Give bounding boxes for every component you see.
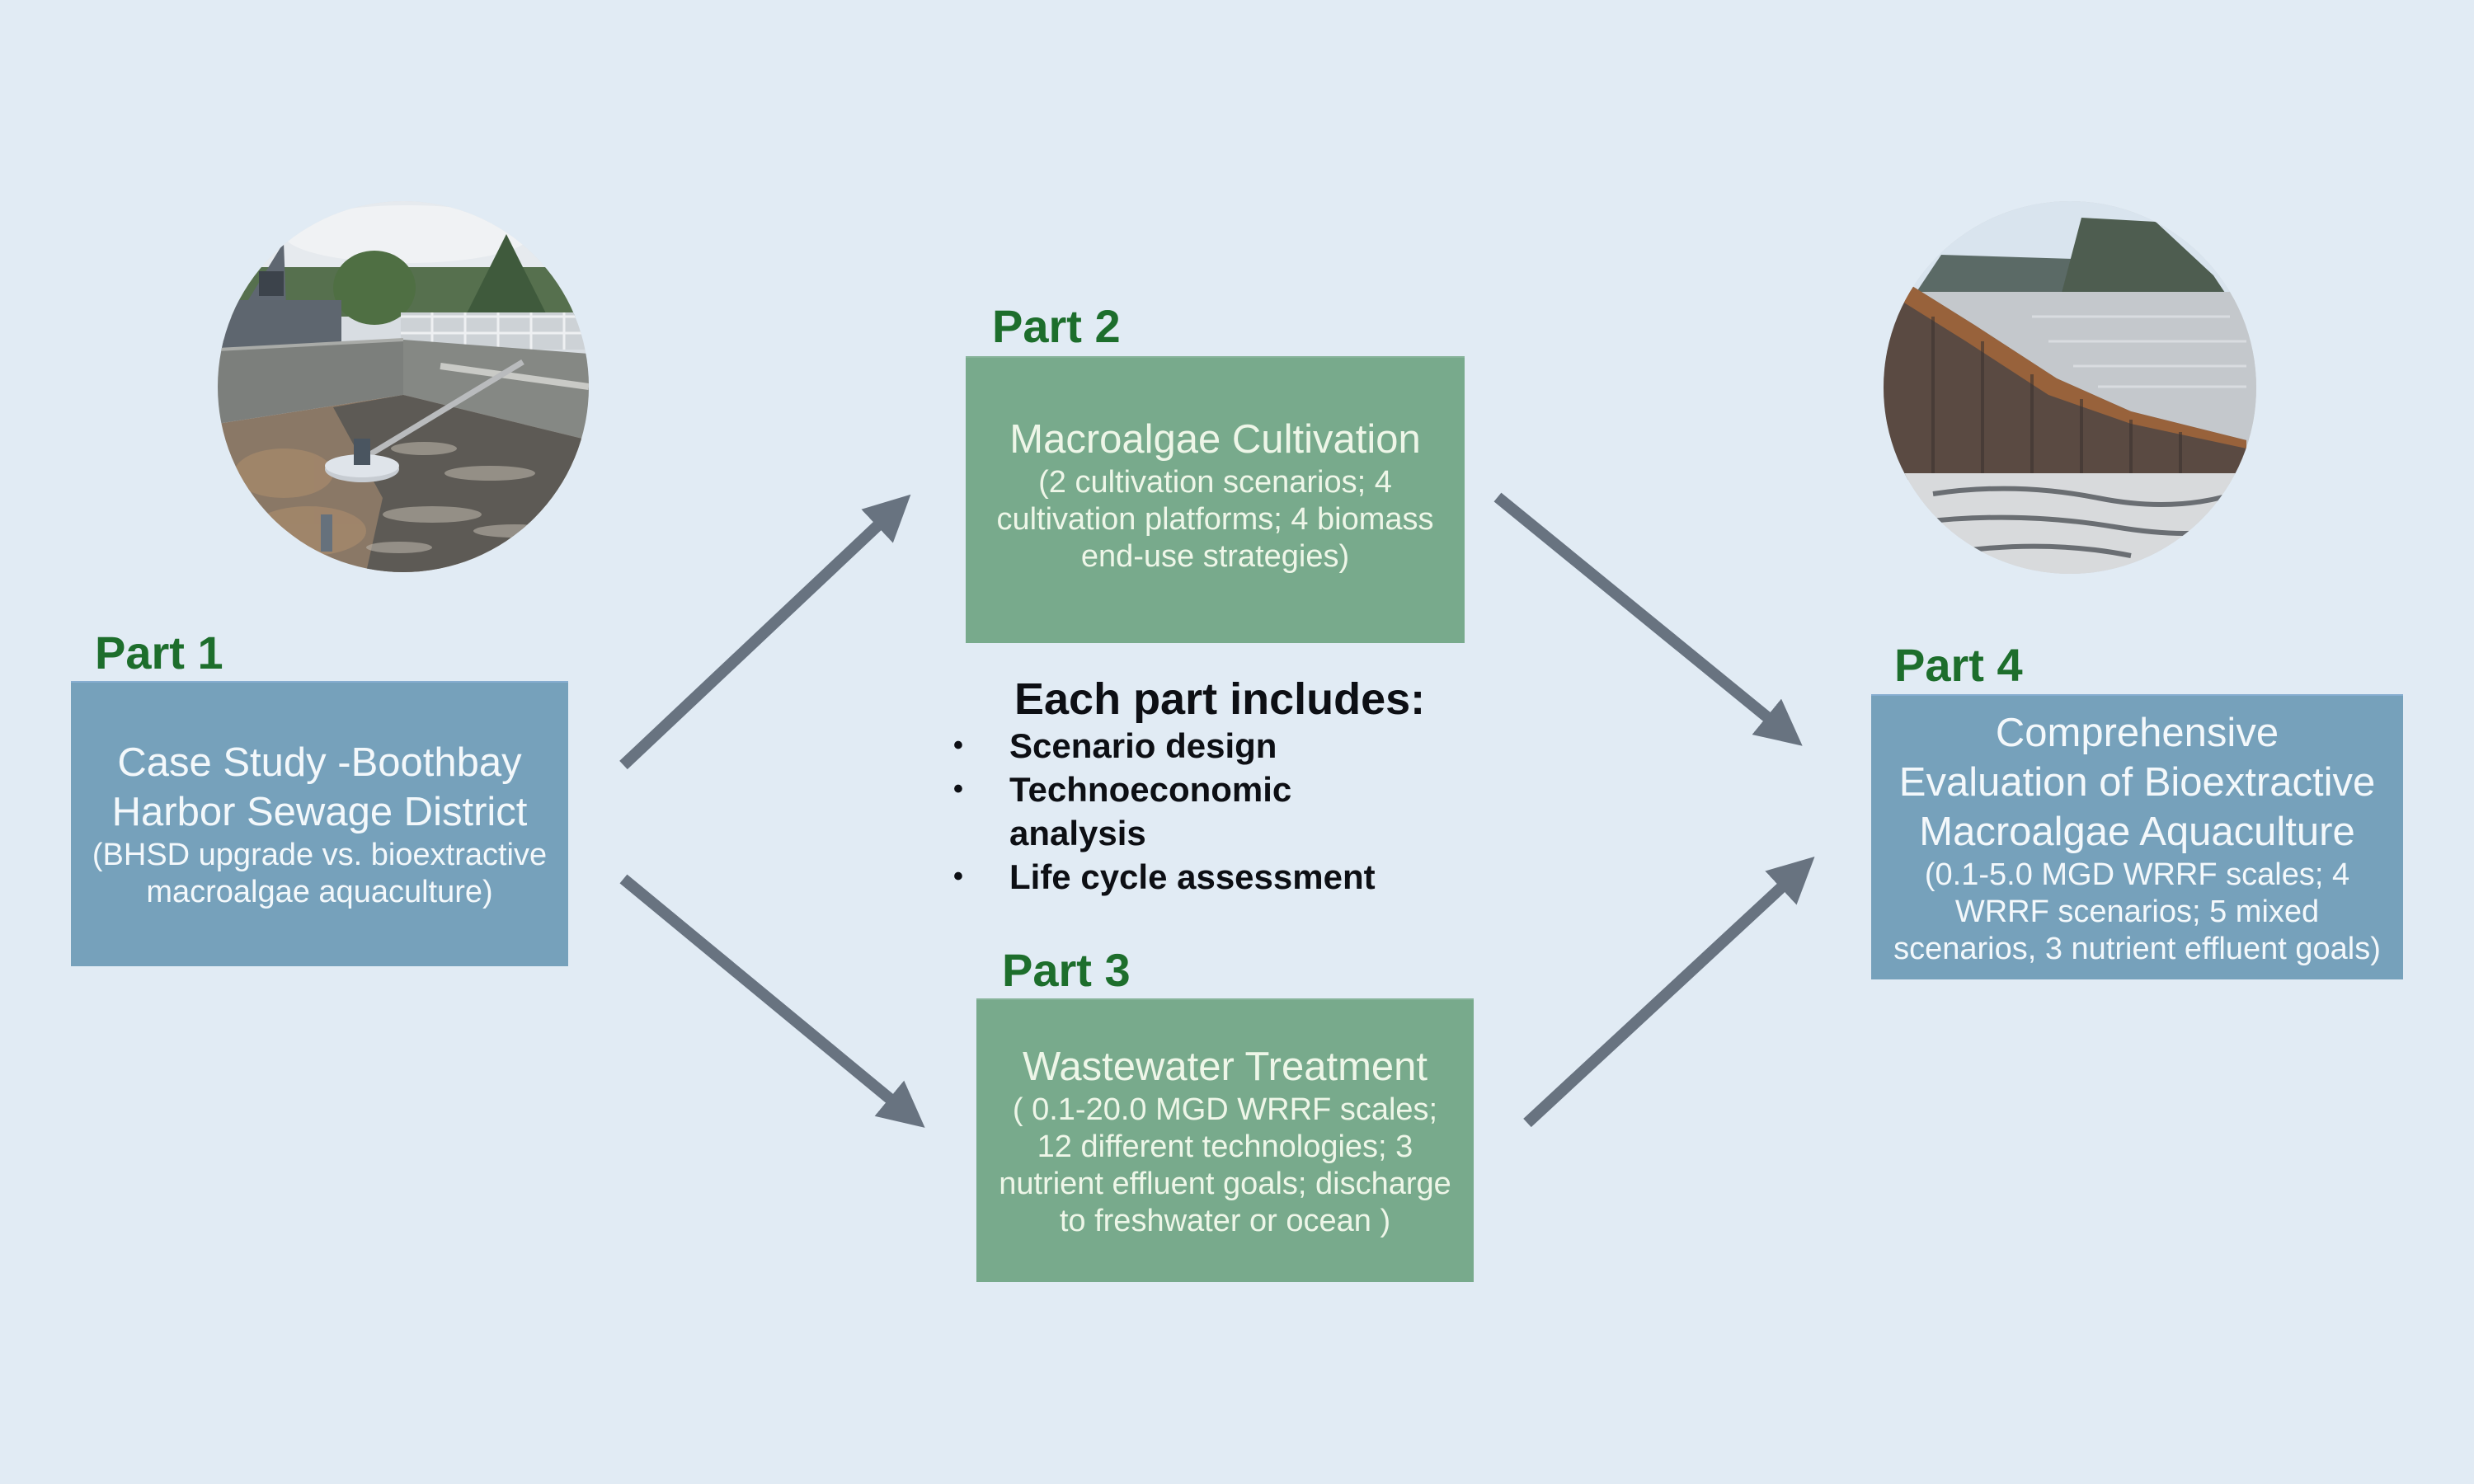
includes-item: • Scenario design — [948, 724, 1460, 768]
macroalgae-aquaculture-photo — [1884, 201, 2256, 574]
part-4-title-line: Evaluation of Bioextractive — [1898, 759, 2376, 805]
includes-item: • Life cycle assessment — [948, 855, 1460, 899]
arrow-part1-to-part2 — [619, 494, 911, 770]
part-4-detail-line: WRRF scenarios; 5 mixed — [1954, 894, 2320, 929]
part-4-title-line: Comprehensive — [1995, 710, 2279, 755]
part-2-title-line: Macroalgae Cultivation — [1009, 416, 1421, 462]
part-3-box: Wastewater Treatment ( 0.1-20.0 MGD WRRF… — [976, 998, 1474, 1282]
part-3-detail-line: ( 0.1-20.0 MGD WRRF scales; — [1012, 1092, 1438, 1127]
part-3-detail-line: 12 different technologies; 3 — [1037, 1129, 1413, 1164]
part-2-detail-line: cultivation platforms; 4 biomass — [996, 501, 1434, 537]
part-4-title-line: Macroalgae Aquaculture — [1919, 809, 2355, 854]
part-4-label: Part 4 — [1894, 639, 2023, 691]
includes-item-text: Scenario design — [1009, 726, 1277, 765]
part-1-title-line: Case Study -Boothbay — [117, 740, 522, 785]
arrow-part3-to-part4 — [1523, 856, 1815, 1128]
part-2-box: Macroalgae Cultivation (2 cultivation sc… — [966, 356, 1465, 643]
part-3-title-line: Wastewater Treatment — [1022, 1045, 1428, 1089]
part-1-label: Part 1 — [95, 627, 223, 679]
includes-item-text: Technoeconomic — [1009, 770, 1292, 809]
part-3-label: Part 3 — [1002, 944, 1131, 996]
part-1-title-line: Harbor Sewage District — [111, 790, 528, 834]
part-4-detail-line: scenarios, 3 nutrient effluent goals) — [1893, 931, 2381, 966]
part-4-detail-line: (0.1-5.0 MGD WRRF scales; 4 — [1924, 857, 2350, 892]
part-2-detail-line: end-use strategies) — [1080, 538, 1350, 574]
bullet-icon: • — [953, 861, 963, 892]
part-1-detail-line: (BHSD upgrade vs. bioextractive — [92, 838, 548, 872]
bullet-icon: • — [953, 730, 963, 761]
bullet-icon: • — [953, 773, 963, 805]
includes-item-continuation: analysis — [948, 811, 1460, 855]
includes-list: • Scenario design • Technoeconomic analy… — [948, 724, 1460, 899]
each-part-includes-panel: Each part includes: • Scenario design • … — [948, 674, 1460, 899]
includes-heading: Each part includes: — [1014, 674, 1426, 724]
part-2-detail-line: (2 cultivation scenarios; 4 — [1038, 464, 1392, 500]
part-2-label: Part 2 — [992, 300, 1121, 352]
arrow-part2-to-part4 — [1493, 492, 1803, 746]
part-3-detail-line: to freshwater or ocean ) — [1059, 1204, 1391, 1238]
part-1-box: Case Study -Boothbay Harbor Sewage Distr… — [71, 681, 568, 966]
includes-item-text: Life cycle assessment — [1009, 857, 1376, 896]
part-3-detail-line: nutrient effluent goals; discharge — [999, 1167, 1451, 1201]
includes-item-text: analysis — [1009, 814, 1146, 852]
arrow-part1-to-part3 — [619, 874, 925, 1128]
macroalgae-line-image — [1884, 201, 2256, 574]
part-1-detail-line: macroalgae aquaculture) — [146, 875, 493, 909]
includes-item: • Technoeconomic — [948, 768, 1460, 811]
part-4-box: Comprehensive Evaluation of Bioextractiv… — [1871, 694, 2403, 979]
